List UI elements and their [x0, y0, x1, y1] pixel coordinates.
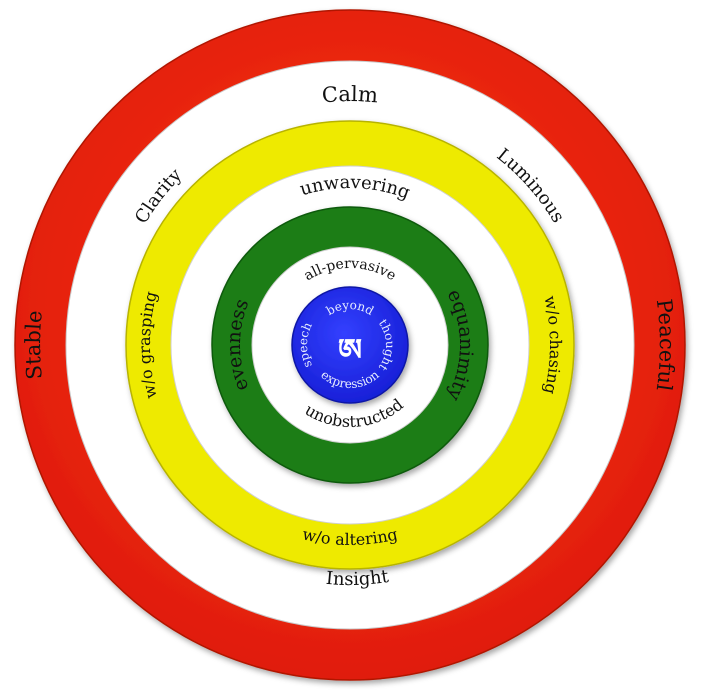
red-right-label: Peaceful: [652, 298, 679, 393]
red-left-label: Stable: [21, 309, 47, 380]
white-bottom-label: Insight: [325, 566, 391, 590]
center-top-label: beyond: [324, 298, 377, 318]
red-top-label: Calm: [321, 82, 379, 107]
center-bottom-label: expression: [318, 367, 382, 391]
blue-center: [291, 286, 409, 404]
center-left-label: speech: [296, 320, 315, 370]
tibetan-a-syllable: ཨ: [338, 333, 362, 368]
